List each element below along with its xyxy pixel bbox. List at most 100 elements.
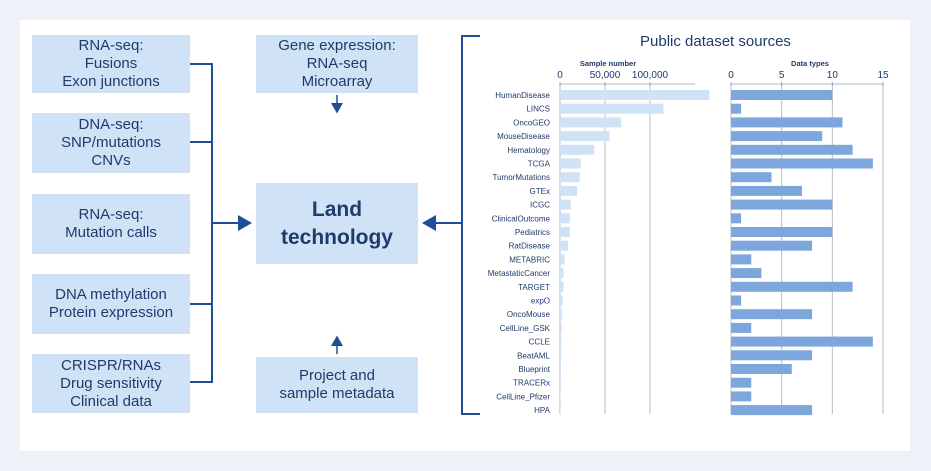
box-line: DNA methylation [55, 286, 167, 303]
bar [560, 350, 562, 361]
category-label: OncoMouse [507, 310, 551, 319]
bar [560, 281, 564, 292]
bar [560, 322, 562, 333]
bar [560, 103, 664, 114]
left-box-mutation-calls: RNA-seq: Mutation calls [32, 194, 190, 254]
bar [560, 377, 561, 388]
axis-label: Sample number [580, 59, 636, 68]
left-box-dna-seq: DNA-seq: SNP/mutations CNVs [32, 113, 190, 173]
category-label: Hematology [507, 146, 550, 155]
bar [560, 364, 561, 374]
category-label: ClinicalOutcome [492, 214, 551, 223]
left-box-methylation: DNA methylation Protein expression [32, 274, 190, 334]
bar [731, 144, 853, 155]
bar [731, 350, 813, 361]
bar [731, 131, 823, 142]
bar [731, 199, 833, 210]
tick-label: 5 [779, 70, 785, 81]
bar [560, 158, 581, 169]
left-box-crispr: CRISPR/RNAs Drug sensitivity Clinical da… [32, 354, 190, 413]
left-box-rna-fusions: RNA-seq: Fusions Exon junctions [32, 35, 190, 93]
bar [731, 281, 853, 292]
category-label: CellLine_GSK [500, 324, 551, 333]
box-line: Mutation calls [65, 224, 157, 241]
category-label: TRACERx [513, 379, 550, 388]
bar [731, 185, 802, 196]
category-label: GTEx [530, 187, 550, 196]
tick-label: 10 [827, 70, 839, 81]
box-line: CNVs [91, 152, 131, 169]
box-line: Clinical data [70, 392, 152, 410]
chart-title: Public dataset sources [640, 33, 791, 50]
bar [560, 391, 561, 402]
bar [560, 144, 595, 155]
category-label: BeatAML [517, 351, 550, 360]
bar [560, 117, 622, 128]
bar [560, 90, 710, 100]
bar [731, 254, 752, 265]
category-label: Pediatrics [515, 228, 550, 237]
tick-label: 0 [557, 70, 563, 81]
box-line: Microarray [301, 73, 373, 90]
category-label: LINCS [526, 105, 550, 114]
bar [731, 90, 833, 100]
box-line: RNA-seq: [78, 206, 144, 223]
box-line: DNA-seq: [78, 116, 144, 133]
box-line: SNP/mutations [60, 134, 162, 151]
category-label: ICGC [530, 201, 550, 210]
tick-label: 100,000 [632, 70, 669, 81]
box-line: Fusions [84, 55, 138, 72]
axis-label: Data types [791, 59, 829, 68]
bar [731, 405, 813, 416]
bar [560, 336, 562, 347]
box-line: Protein expression [48, 304, 174, 321]
category-label: TumorMutations [493, 173, 551, 182]
bar [731, 377, 752, 388]
bar [731, 103, 742, 114]
bar [731, 172, 772, 183]
bar [560, 268, 564, 279]
bar [731, 227, 833, 237]
category-label: TCGA [528, 160, 551, 169]
box-line: Gene expression: [278, 37, 396, 54]
box-line: Exon junctions [62, 73, 160, 90]
box-line: RNA-seq [306, 55, 368, 72]
box-line: Land [311, 197, 363, 221]
bar [731, 240, 813, 251]
category-label: OncoGEO [513, 118, 550, 127]
bar [731, 391, 752, 402]
right-bracket [461, 35, 480, 415]
bar [731, 322, 752, 333]
tick-label: 0 [728, 70, 734, 81]
category-label: RatDisease [509, 242, 551, 251]
bar [560, 240, 569, 251]
bar [731, 336, 873, 347]
category-label: Blueprint [518, 365, 550, 374]
box-line: RNA-seq: [78, 37, 144, 54]
category-label: TARGET [518, 283, 550, 292]
bar [560, 185, 578, 196]
box-line: technology [280, 225, 393, 249]
category-label: HPA [534, 406, 551, 415]
category-label: CellLine_Pfizer [496, 392, 550, 401]
bar [560, 254, 565, 265]
land-technology-box: Land technology [256, 183, 418, 264]
category-label: HumanDisease [495, 91, 550, 100]
category-label: METABRIC [509, 255, 550, 264]
box-line: Project and [299, 367, 375, 384]
bar [560, 213, 570, 224]
bar [731, 117, 843, 128]
bar [731, 309, 813, 320]
bar [560, 309, 563, 320]
category-label: expO [531, 297, 550, 306]
project-metadata-box: Project and sample metadata [256, 357, 418, 413]
bar [731, 364, 792, 374]
bar [560, 227, 570, 237]
category-label: CCLE [529, 338, 550, 347]
category-label: MetastaticCancer [488, 269, 551, 278]
tick-label: 50,000 [590, 70, 621, 81]
box-line: Drug sensitivity [60, 374, 162, 392]
bar [560, 131, 610, 142]
